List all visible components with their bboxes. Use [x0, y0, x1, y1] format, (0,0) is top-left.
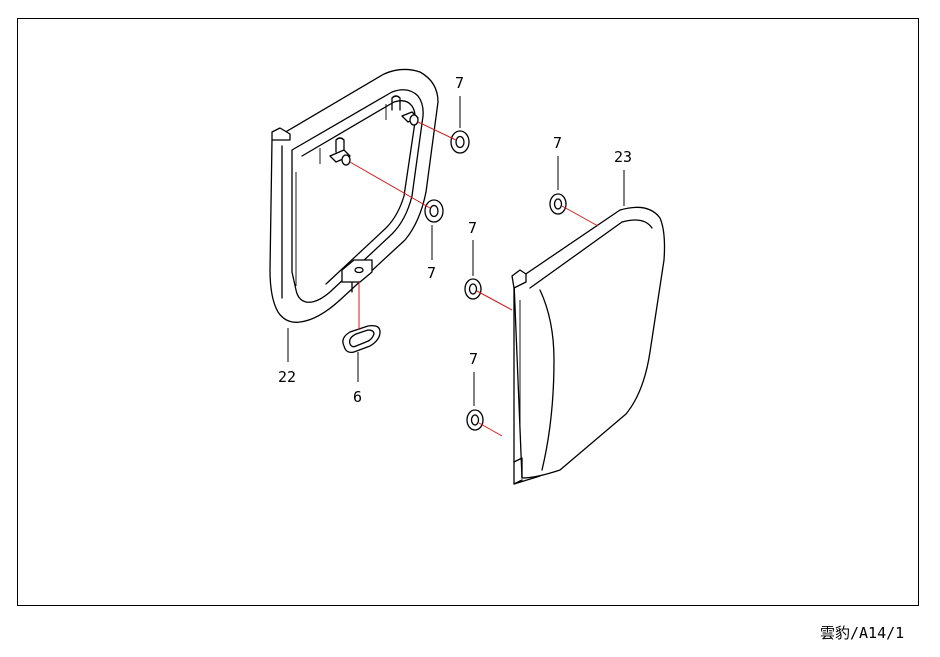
- seal-washer-right-top: [549, 193, 567, 215]
- side-cover-part: [511, 206, 666, 485]
- callout-side-cover: 23: [614, 148, 632, 166]
- callout-cover-frame: 22: [278, 368, 296, 386]
- seal-washer-mid-left: [424, 199, 444, 223]
- gasket-part: [342, 324, 381, 354]
- callout-seal-right-top: 7: [553, 134, 562, 152]
- seal-washer-right-mid: [464, 278, 482, 300]
- cover-frame-part: [269, 68, 439, 323]
- diagram-frame: [17, 18, 919, 606]
- leader-lines: [287, 96, 625, 406]
- callout-seal-mid-left: 7: [427, 264, 436, 282]
- seal-washer-upper: [450, 130, 470, 154]
- callout-seal-right-mid: 7: [468, 219, 477, 237]
- callout-seal-upper: 7: [455, 74, 464, 92]
- seal-washer-right-bottom: [466, 409, 484, 431]
- callout-seal-right-bottom: 7: [469, 350, 478, 368]
- callout-gasket: 6: [353, 388, 362, 406]
- assembly-lines: [349, 121, 599, 437]
- page-reference: 雲豹/A14/1: [820, 624, 905, 642]
